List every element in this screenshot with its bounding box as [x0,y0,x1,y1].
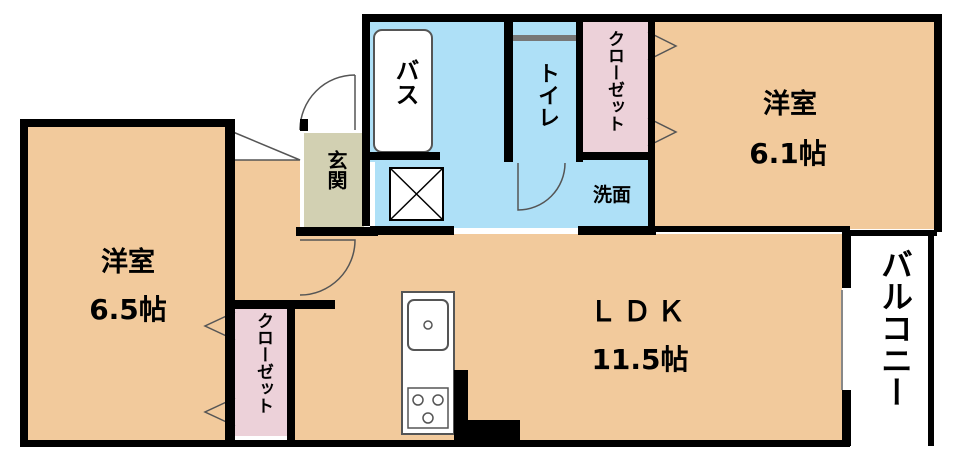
western-room-right-size: 6.1帖 [749,137,827,170]
closet-top-floor [582,22,648,156]
balcony-label: バルコニー [876,248,914,408]
entrance-floor [304,133,364,227]
closet-bottom-floor [235,306,287,436]
closet-top-door-icon [647,31,678,61]
ldk-name: ＬＤＫ [588,295,691,328]
western-room-left-size: 6.5帖 [89,293,167,326]
front-door-swing [299,74,356,131]
ldk-floor [292,234,842,440]
bath-label: バス [391,58,419,106]
hall-door-swing [232,131,301,161]
washroom-label: 洗面 [592,184,631,206]
toilet-label: トイレ [534,62,559,128]
western-room-left-name: 洋室 [101,247,155,278]
western-room-left-floor [27,127,225,440]
western-room-right-name: 洋室 [763,89,817,120]
entrance-label: 玄関 [324,150,348,190]
balcony-floor [850,234,932,440]
walls [20,14,942,447]
closet-bottom-label: クローゼット [253,312,273,414]
toilet-floor [513,22,576,162]
stove-icon [407,387,449,429]
sink-icon [407,299,449,351]
washroom-door-swing [517,162,566,211]
closet-top-label: クローゼット [604,30,624,132]
ldk-door-swing [299,239,356,296]
western-room-right-floor [652,22,935,229]
ldk-size: 11.5帖 [591,343,689,376]
hallway-floor [225,160,300,300]
